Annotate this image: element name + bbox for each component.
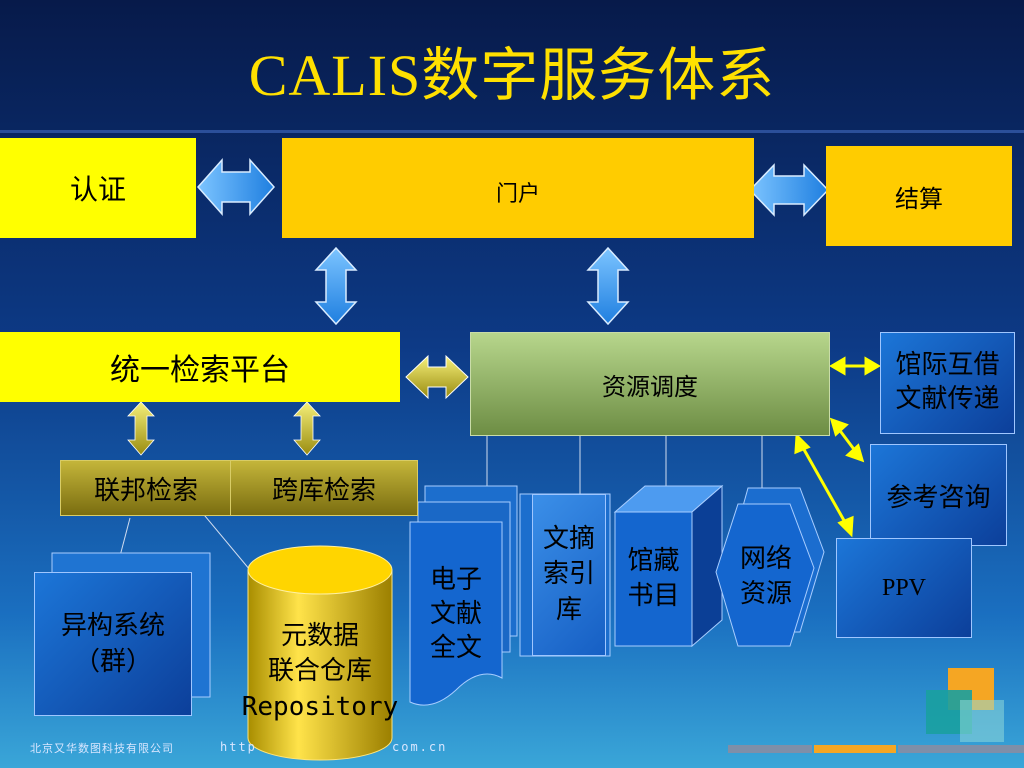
footer-bar-gray-2: [898, 745, 1024, 753]
title-divider: [0, 130, 1024, 133]
heterogeneous-system-box: 异构系统 （群）: [34, 572, 192, 716]
billing-box: 结算: [826, 146, 1012, 246]
arrow-auth-portal: [196, 158, 276, 216]
ppv-box: PPV: [836, 538, 972, 638]
corner-square-light: [960, 700, 1004, 742]
arrow-dispatch-reference: [829, 417, 865, 463]
page-title: CALIS数字服务体系: [248, 43, 776, 108]
reference-box: 参考咨询: [870, 444, 1007, 546]
arrow-portal-dispatch: [586, 246, 630, 326]
arrow-dispatch-ill: [829, 356, 881, 376]
abstract-index-box: 文摘 索引 库: [532, 494, 606, 656]
ebook-fulltext-label: 电子 文献 全文: [429, 565, 482, 663]
footer-company: 北京又华数图科技有限公司: [30, 742, 174, 755]
holdings-cube: [613, 484, 724, 648]
resource-dispatch-box: 资源调度: [470, 332, 830, 436]
cross-db-search-box: 跨库检索: [230, 460, 418, 516]
arrow-portal-search: [314, 246, 358, 326]
arrow-portal-billing: [748, 163, 830, 217]
ill-box: 馆际互借 文献传递: [880, 332, 1015, 434]
footer-bar-orange: [814, 745, 896, 753]
arrow-search-federated: [127, 401, 155, 456]
search-platform-box: 统一检索平台: [0, 332, 400, 402]
footer-bar-gray: [728, 745, 812, 753]
auth-box: 认证: [0, 138, 196, 238]
portal-box: 门户: [282, 138, 754, 238]
footer-url-end: com.cn: [392, 740, 448, 754]
web-resources-label: 网络 资源: [739, 543, 792, 609]
ebook-document-shape: [409, 521, 503, 706]
footer-url-start: http: [220, 740, 257, 754]
federated-search-box: 联邦检索: [60, 460, 232, 516]
metadata-repository-label: 元数据 联合仓库 Repository: [241, 621, 399, 722]
web-resources-shape: [715, 503, 815, 647]
repository-cylinder: [247, 545, 393, 761]
holdings-label: 馆藏 书目: [627, 545, 680, 611]
arrow-search-dispatch: [405, 354, 469, 400]
arrow-dispatch-ppv: [794, 432, 854, 538]
arrow-search-crossdb: [293, 401, 321, 456]
